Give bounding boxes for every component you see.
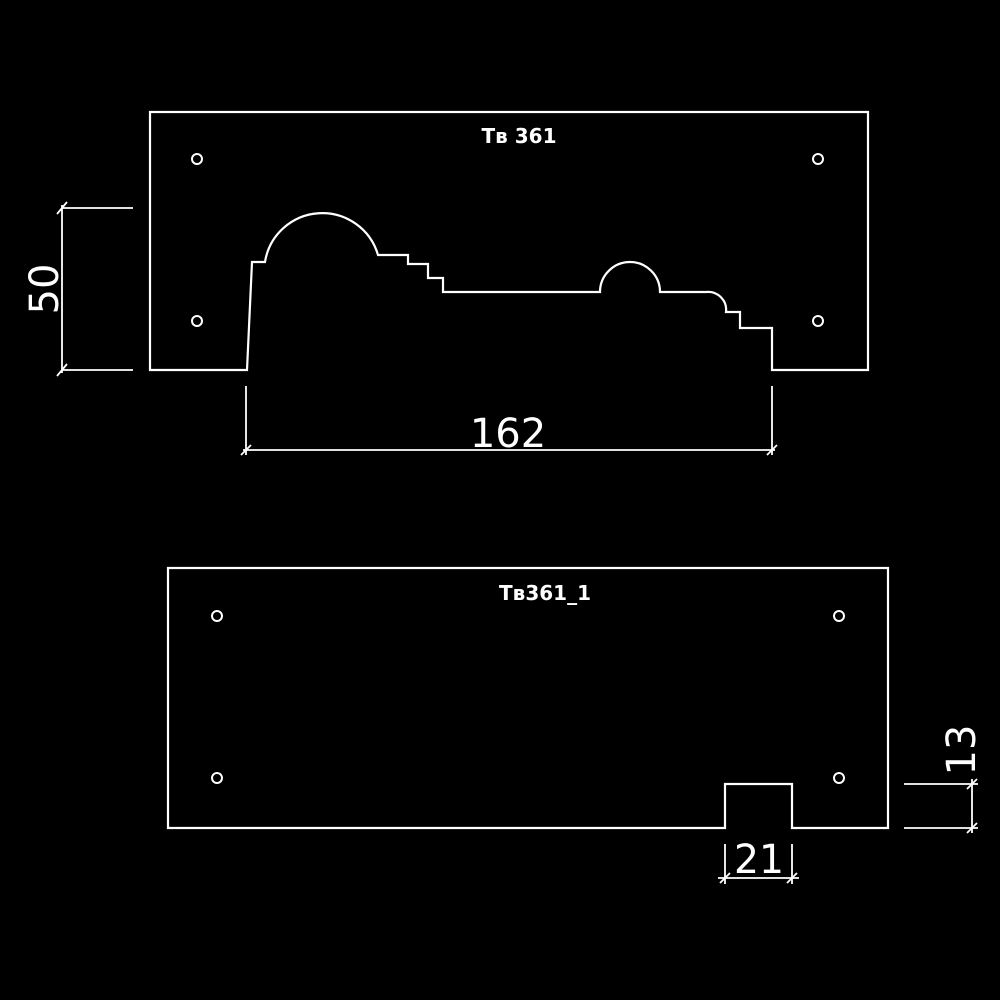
mounting-hole-top-right xyxy=(833,610,845,622)
mounting-hole-bottom-left xyxy=(191,315,203,327)
mounting-hole-bottom-right xyxy=(833,772,845,784)
template-tv361-1: Тв361_1 21 13 xyxy=(166,566,985,884)
dimension-notch-height: 13 xyxy=(904,725,985,834)
dimension-width-value: 162 xyxy=(470,411,546,457)
mounting-hole-top-left xyxy=(191,153,203,165)
dimension-width: 162 xyxy=(240,386,778,457)
dimension-height: 50 xyxy=(22,201,133,377)
notched-plate-outline xyxy=(166,566,890,830)
template-label: Тв 361 xyxy=(481,124,556,148)
profile-plate-outline xyxy=(148,110,870,372)
dimension-notch-width-value: 21 xyxy=(734,837,784,883)
dimension-notch-width: 21 xyxy=(718,837,799,884)
mounting-hole-top-left xyxy=(211,610,223,622)
mounting-hole-bottom-right xyxy=(812,315,824,327)
template-tv361: Тв 361 50 162 xyxy=(22,110,870,457)
dimension-notch-height-value: 13 xyxy=(939,725,985,776)
dimension-height-value: 50 xyxy=(22,264,68,315)
mounting-hole-top-right xyxy=(812,153,824,165)
template-label: Тв361_1 xyxy=(499,581,591,605)
mounting-hole-bottom-left xyxy=(211,772,223,784)
